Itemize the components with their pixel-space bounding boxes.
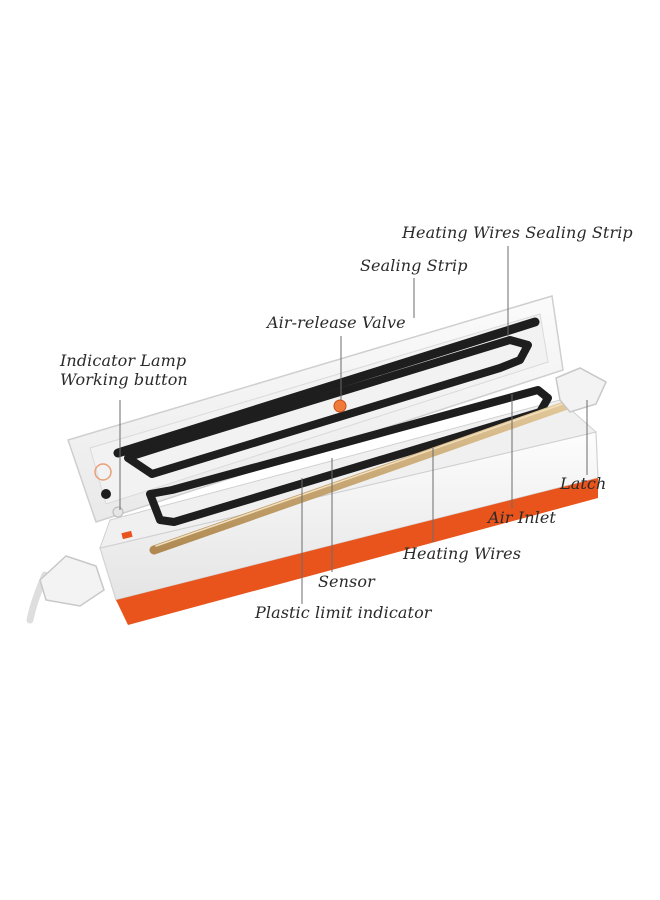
air-release-valve-dot — [334, 400, 346, 412]
working-button-dot — [101, 489, 111, 499]
label-air-release-valve: Air-release Valve — [267, 313, 406, 333]
label-plastic-limit-indicator: Plastic limit indicator — [255, 603, 432, 623]
label-latch: Latch — [560, 474, 606, 494]
label-air-inlet: Air Inlet — [488, 508, 556, 528]
indicator-small — [113, 507, 123, 517]
label-working-button: Working button — [60, 370, 188, 390]
label-heating-wires-sealing-strip: Heating Wires Sealing Strip — [402, 223, 633, 243]
label-sealing-strip: Sealing Strip — [360, 256, 468, 276]
label-indicator-lamp: Indicator Lamp — [60, 351, 186, 371]
label-sensor: Sensor — [318, 572, 375, 592]
latch-left — [40, 556, 104, 606]
label-heating-wires: Heating Wires — [403, 544, 521, 564]
